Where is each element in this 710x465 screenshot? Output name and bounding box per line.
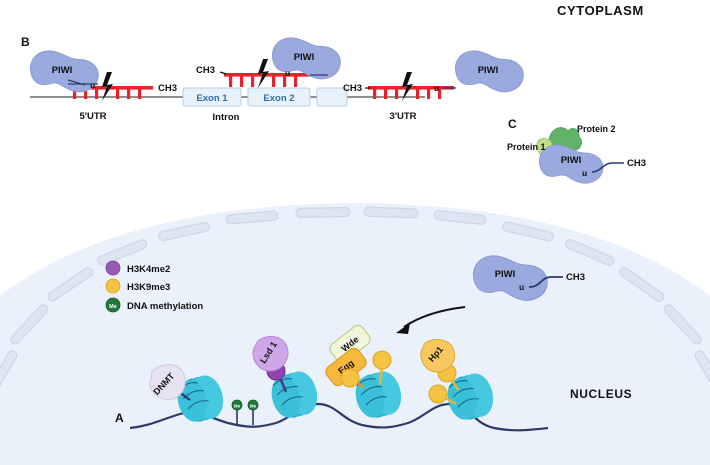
cleavage-bolt-icon-2: [258, 59, 269, 88]
panel-c: C PIWI u CH3 Protein 2 Protein 1: [507, 117, 646, 184]
factor-dnmt: DNMT: [149, 364, 191, 401]
cleavage-bolt-icon: [102, 72, 113, 101]
exon-1: Exon 1: [182, 87, 242, 107]
hp1-shape: [420, 339, 456, 373]
nuclear-piwi-ch3-link: [528, 276, 563, 288]
h3k9me3-mark-egg: [340, 368, 360, 388]
panel-a: A DNMT Me Me Lsd 1: [115, 324, 549, 432]
ch3-label-3: CH3: [343, 83, 362, 94]
u-label-2: u: [285, 68, 290, 78]
piwi-label-3: PIWI: [478, 65, 499, 76]
legend-label-h3k9me3: H3K9me3: [127, 282, 170, 293]
nuclear-piwi-complex: PIWI u CH3: [472, 255, 585, 301]
cleavage-bolt-icon-3: [402, 72, 413, 101]
exon-2-label: Exon 2: [263, 93, 294, 104]
legend-label-h3k4me2: H3K4me2: [127, 264, 170, 275]
cytoplasm-label: CYTOPLASM: [557, 3, 644, 18]
dna-methylation-marks: Me Me: [231, 399, 259, 425]
dna-methylation-swatch: [105, 297, 121, 313]
nuclear-piwi-ch3-label: CH3: [566, 272, 585, 283]
lsd1-shape: [252, 335, 289, 372]
utr3-label: 3'UTR: [389, 111, 416, 122]
nuclear-piwi-u-label: u: [519, 282, 524, 292]
exon-3: [316, 87, 348, 107]
u-label-3: u: [434, 83, 439, 93]
nuclear-envelope: [0, 206, 710, 395]
protein-2-label: Protein 2: [577, 124, 616, 134]
panel-a-letter: A: [115, 411, 124, 425]
dnmt-shape: [149, 364, 186, 401]
piwi-complex-2: PIWI u CH3: [196, 37, 341, 80]
utr5-label: 5'UTR: [79, 111, 106, 122]
ch3-label-2: CH3: [196, 65, 215, 76]
factor-egg: Egg: [325, 347, 367, 389]
factor-hp1: Hp1: [420, 339, 460, 391]
u-label-1: u: [90, 80, 95, 90]
dna-methylation-glyph: Me: [109, 304, 117, 310]
exon-2: Exon 2: [247, 87, 311, 107]
piwi-complex-3: PIWI u CH3: [343, 50, 524, 94]
nucleus-label: NUCLEUS: [570, 387, 632, 401]
intron-label: Intron: [213, 112, 240, 123]
h3k9me3-tail-2: [428, 384, 457, 406]
exon-1-label: Exon 1: [196, 93, 228, 104]
piwi-label-2: PIWI: [294, 52, 315, 63]
factor-lsd1: Lsd 1: [252, 335, 289, 393]
legend-item-h3k9me3: H3K9me3: [105, 278, 170, 294]
h3k4me2-swatch: [105, 260, 121, 276]
pirna-duplex-intron: [224, 59, 310, 88]
pirna-duplex-3utr: [368, 72, 454, 101]
targeting-arrow: [396, 306, 466, 334]
legend-item-h3k4me2: H3K4me2: [105, 260, 170, 276]
piwi-complex-1: PIWI u CH3: [29, 50, 177, 94]
legend: H3K4me2 H3K9me3 Me DNA methylation: [105, 260, 203, 313]
panel-b-letter: B: [21, 35, 30, 49]
panel-b: B Exon 1 Exon 2 5'UTR Intron 3'UTR: [21, 35, 524, 123]
panel-c-letter: C: [508, 117, 517, 131]
dna-methylation-glyph-1: Me: [234, 404, 241, 409]
legend-label-dna-methylation: DNA methylation: [127, 301, 203, 312]
h3k9me3-swatch: [105, 278, 121, 294]
panel-c-ch3-label: CH3: [627, 158, 646, 169]
protein-1-label: Protein 1: [507, 142, 546, 152]
ch3-label-1: CH3: [158, 83, 177, 94]
panel-c-u-label: u: [582, 168, 587, 178]
dna-methylation-glyph-2: Me: [250, 404, 257, 409]
pirna-duplex-5utr: [68, 72, 153, 101]
panel-c-ch3-link: [591, 162, 624, 173]
h3k9me3-tail-1: [372, 350, 392, 386]
piwi-label-1: PIWI: [52, 65, 73, 76]
legend-item-dna-methylation: Me DNA methylation: [105, 297, 203, 313]
nuclear-piwi-label: PIWI: [495, 269, 516, 280]
panel-c-piwi-label: PIWI: [561, 155, 582, 166]
